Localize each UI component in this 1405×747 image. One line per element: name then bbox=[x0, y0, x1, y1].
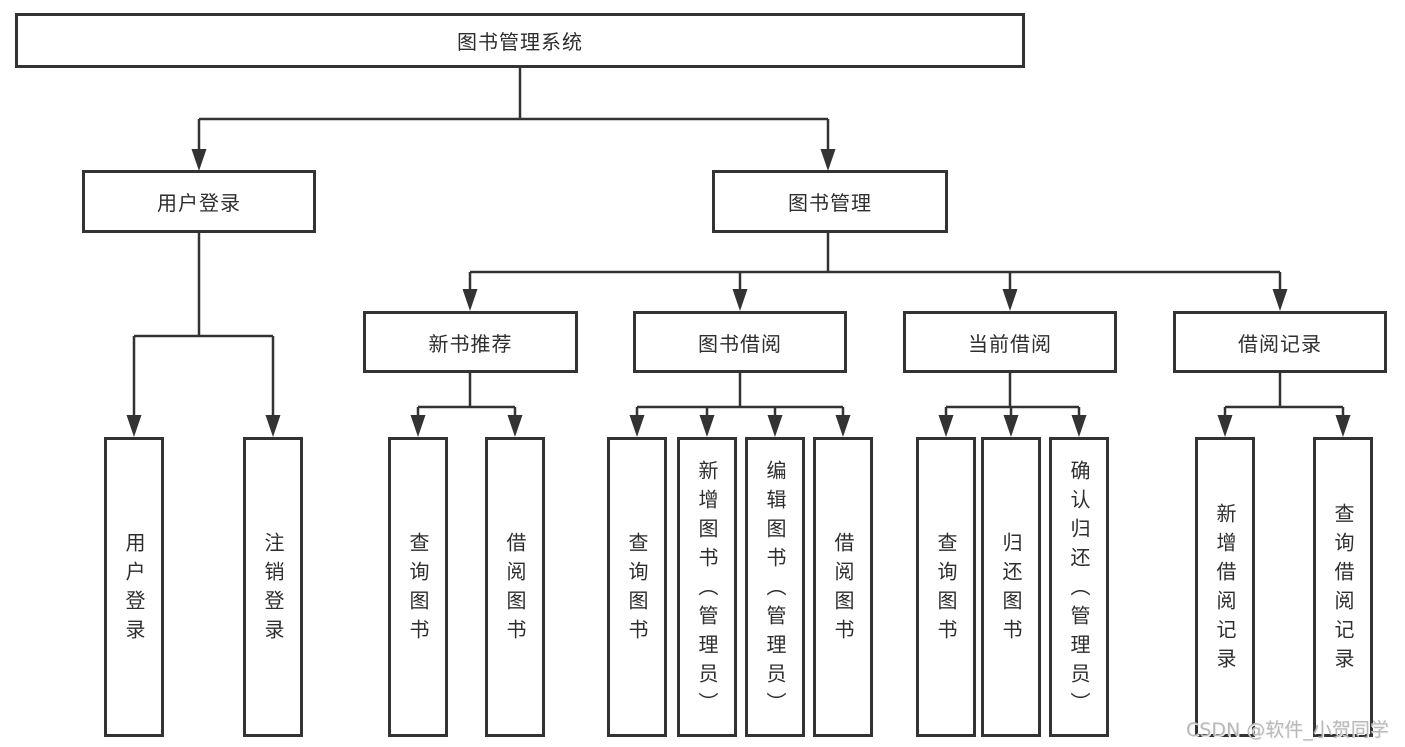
arrow-down-icon bbox=[732, 289, 748, 311]
node-new-book-recommend: 新书推荐 bbox=[363, 311, 578, 373]
arrow-down-icon bbox=[126, 415, 142, 437]
arrow-down-icon bbox=[1003, 415, 1019, 437]
arrow-down-icon bbox=[462, 289, 478, 311]
arrow-down-icon bbox=[1335, 415, 1351, 437]
arrow-down-icon bbox=[1071, 415, 1087, 437]
leaf-logout: 注销登录 bbox=[243, 437, 303, 737]
leaf-return-books: 归还图书 bbox=[981, 437, 1041, 737]
node-user-login: 用户登录 bbox=[82, 170, 316, 233]
leaf-user-login: 用户登录 bbox=[104, 437, 164, 737]
tree-edges bbox=[132, 68, 1345, 417]
arrow-down-icon bbox=[835, 415, 851, 437]
arrow-down-icon bbox=[938, 415, 954, 437]
arrow-down-icon bbox=[1217, 415, 1233, 437]
node-book-management: 图书管理 bbox=[712, 170, 948, 233]
leaf-borrow-books-recommend: 借阅图书 bbox=[485, 437, 545, 737]
leaf-add-borrow-record: 新增借阅记录 bbox=[1195, 437, 1255, 737]
arrow-down-icon bbox=[820, 149, 836, 171]
leaf-edit-book-admin: 编辑图书（管理员） bbox=[745, 437, 805, 737]
arrow-down-icon bbox=[699, 415, 715, 437]
arrow-down-icon bbox=[1272, 289, 1288, 311]
arrow-down-icon bbox=[265, 415, 281, 437]
leaf-query-books-current: 查询图书 bbox=[916, 437, 976, 737]
arrow-down-icon bbox=[410, 415, 426, 437]
node-book-borrowing: 图书借阅 bbox=[633, 311, 847, 373]
leaf-query-books-recommend: 查询图书 bbox=[388, 437, 448, 737]
leaf-borrow-books-borrowing: 借阅图书 bbox=[813, 437, 873, 737]
arrow-down-icon bbox=[507, 415, 523, 437]
arrow-down-icon bbox=[191, 149, 207, 171]
node-library-management-system: 图书管理系统 bbox=[15, 13, 1025, 68]
arrow-down-icon bbox=[629, 415, 645, 437]
arrow-down-icon bbox=[767, 415, 783, 437]
arrowheads bbox=[126, 149, 1351, 437]
node-borrowing-records: 借阅记录 bbox=[1173, 311, 1387, 373]
leaf-confirm-return-admin: 确认归还（管理员） bbox=[1049, 437, 1109, 737]
csdn-watermark: CSDN @软件_小贺同学 bbox=[1186, 719, 1389, 741]
arrow-down-icon bbox=[1002, 289, 1018, 311]
leaf-query-borrow-record: 查询借阅记录 bbox=[1313, 437, 1373, 737]
node-current-borrowing: 当前借阅 bbox=[903, 311, 1117, 373]
leaf-add-book-admin: 新增图书（管理员） bbox=[677, 437, 737, 737]
leaf-query-books-borrowing: 查询图书 bbox=[607, 437, 667, 737]
